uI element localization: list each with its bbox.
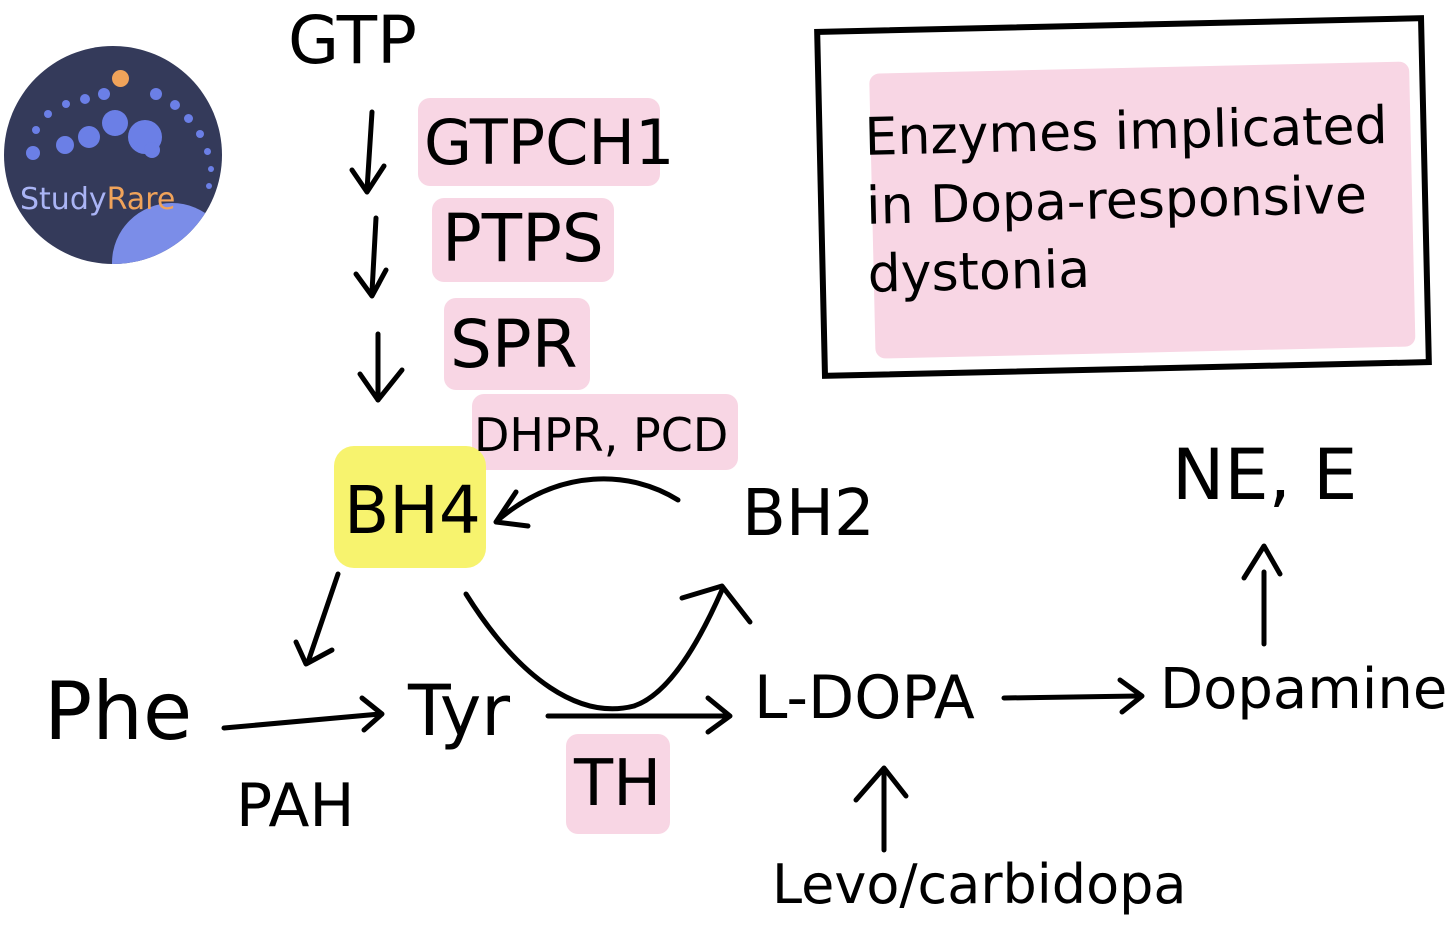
arrow-gtp-to-gtpch1 (349, 109, 387, 195)
gtpch1-highlight (418, 98, 660, 186)
logo-wordmark: StudyRare (20, 182, 175, 217)
logo-word-rare: Rare (106, 182, 176, 217)
logo-dot (208, 166, 214, 172)
tyr-label: Tyr (408, 670, 511, 752)
pah-label: PAH (236, 771, 355, 841)
logo-dot (196, 130, 204, 138)
studyrare-logo: StudyRare (4, 46, 222, 264)
levo-carbidopa-label: Levo/carbidopa (772, 853, 1187, 916)
callout-box: Enzymes implicated in Dopa-responsive dy… (814, 15, 1432, 379)
arrow-tyr-to-l-dopa (545, 695, 733, 735)
logo-dot (80, 94, 90, 104)
callout-text: Enzymes implicated in Dopa-responsive dy… (863, 95, 1389, 306)
dopamine-label: Dopamine (1160, 657, 1448, 722)
logo-dot (204, 148, 211, 155)
bh4-highlight (334, 446, 486, 568)
logo-dot (78, 126, 100, 148)
logo-dot (56, 136, 74, 154)
logo-dot (206, 183, 212, 189)
dhpr-pcd-label: DHPR, PCD (474, 408, 729, 462)
ne-e-label: NE, E (1172, 434, 1358, 516)
logo-accent-dot (112, 70, 129, 87)
spr-highlight (444, 298, 590, 390)
ptps-highlight (432, 198, 614, 282)
l-dopa-label: L-DOPA (754, 663, 975, 733)
spr-label: SPR (450, 306, 578, 383)
logo-dot (44, 110, 52, 118)
arrow-bh4-to-phe-tyr (293, 571, 341, 667)
logo-dot (26, 146, 40, 160)
phe-label: Phe (44, 665, 193, 758)
logo-dot (170, 100, 180, 110)
gtpch1-label: GTPCH1 (424, 106, 675, 179)
logo-dot (102, 110, 128, 136)
logo-dot (62, 100, 70, 108)
bh2-label: BH2 (742, 477, 875, 551)
arrow-gtpch1-to-ptps (353, 215, 389, 299)
logo-dot (144, 142, 160, 158)
gtp-label: GTP (288, 2, 417, 79)
logo-dot (184, 114, 193, 123)
th-label: TH (574, 747, 662, 821)
arrow-l-dopa-to-dopamine (1001, 677, 1145, 715)
logo-dot (98, 88, 110, 100)
ptps-label: PTPS (442, 200, 604, 277)
dhpr-pcd-highlight (472, 394, 738, 470)
arrow-dopamine-to-ne-e (1241, 543, 1283, 647)
th-highlight (566, 734, 670, 834)
bh4-label: BH4 (344, 472, 481, 549)
logo-dot (150, 88, 162, 100)
arrow-levo-to-l-dopa (853, 765, 909, 853)
arrow-bh2-to-bh4 (493, 476, 681, 529)
logo-word-study: Study (20, 182, 107, 217)
arrow-phe-to-tyr (221, 695, 385, 733)
logo-dot (32, 126, 40, 134)
arrow-ptps-to-spr (357, 331, 405, 403)
